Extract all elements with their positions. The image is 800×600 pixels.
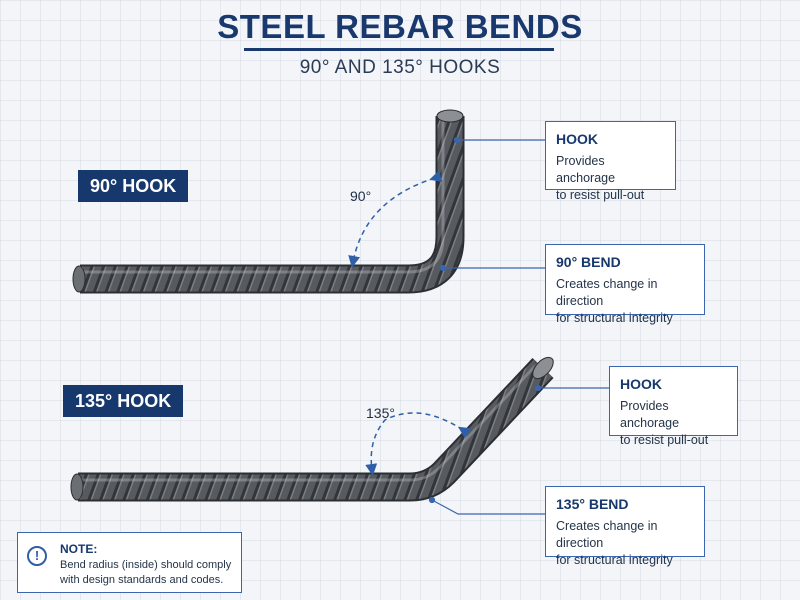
callout-bend-90: 90° BEND Creates change in direction for… — [545, 244, 705, 325]
note-line: Bend radius (inside) should comply — [60, 559, 232, 571]
page-title: STEEL REBAR BENDS — [217, 8, 583, 45]
angle-label-135: 135° — [366, 405, 395, 421]
callout-bend-135: 135° BEND Creates change in direction fo… — [545, 486, 705, 567]
callout-line: for structural integrity — [556, 553, 673, 567]
rebar-135-hook — [70, 356, 554, 502]
section-label-135-hook: 135° HOOK — [63, 385, 184, 417]
info-icon: ! — [27, 546, 47, 566]
leader-lines — [428, 136, 609, 515]
callout-line: to resist pull-out — [620, 433, 709, 447]
angle-arc-90 — [348, 170, 443, 268]
title-underline — [244, 48, 554, 51]
callout-line: Creates change in direction — [556, 277, 658, 308]
angle-label-90: 90° — [350, 188, 372, 204]
callout-line: Provides anchorage — [620, 399, 680, 430]
callout-hook-135: HOOK Provides anchorage to resist pull-o… — [609, 366, 738, 447]
note-box: ! NOTE: Bend radius (inside) should comp… — [17, 532, 242, 593]
angle-arc-135 — [365, 412, 472, 476]
callout-title: HOOK — [556, 131, 598, 147]
callout-title: 135° BEND — [556, 496, 629, 512]
callout-hook-90: HOOK Provides anchorage to resist pull-o… — [545, 121, 676, 202]
rebar-90-hook — [72, 109, 465, 294]
callout-line: Provides anchorage — [556, 154, 616, 185]
callout-line: for structural integrity — [556, 311, 673, 325]
callout-line: to resist pull-out — [556, 188, 645, 202]
note-line: with design standards and codes. — [60, 574, 224, 586]
callout-line: Creates change in direction — [556, 519, 658, 550]
section-label-90-hook: 90° HOOK — [78, 170, 189, 202]
note-title: NOTE: — [60, 542, 98, 556]
page-subtitle: 90° AND 135° HOOKS — [299, 57, 501, 78]
callout-title: 90° BEND — [556, 254, 621, 270]
callout-title: HOOK — [620, 376, 662, 392]
